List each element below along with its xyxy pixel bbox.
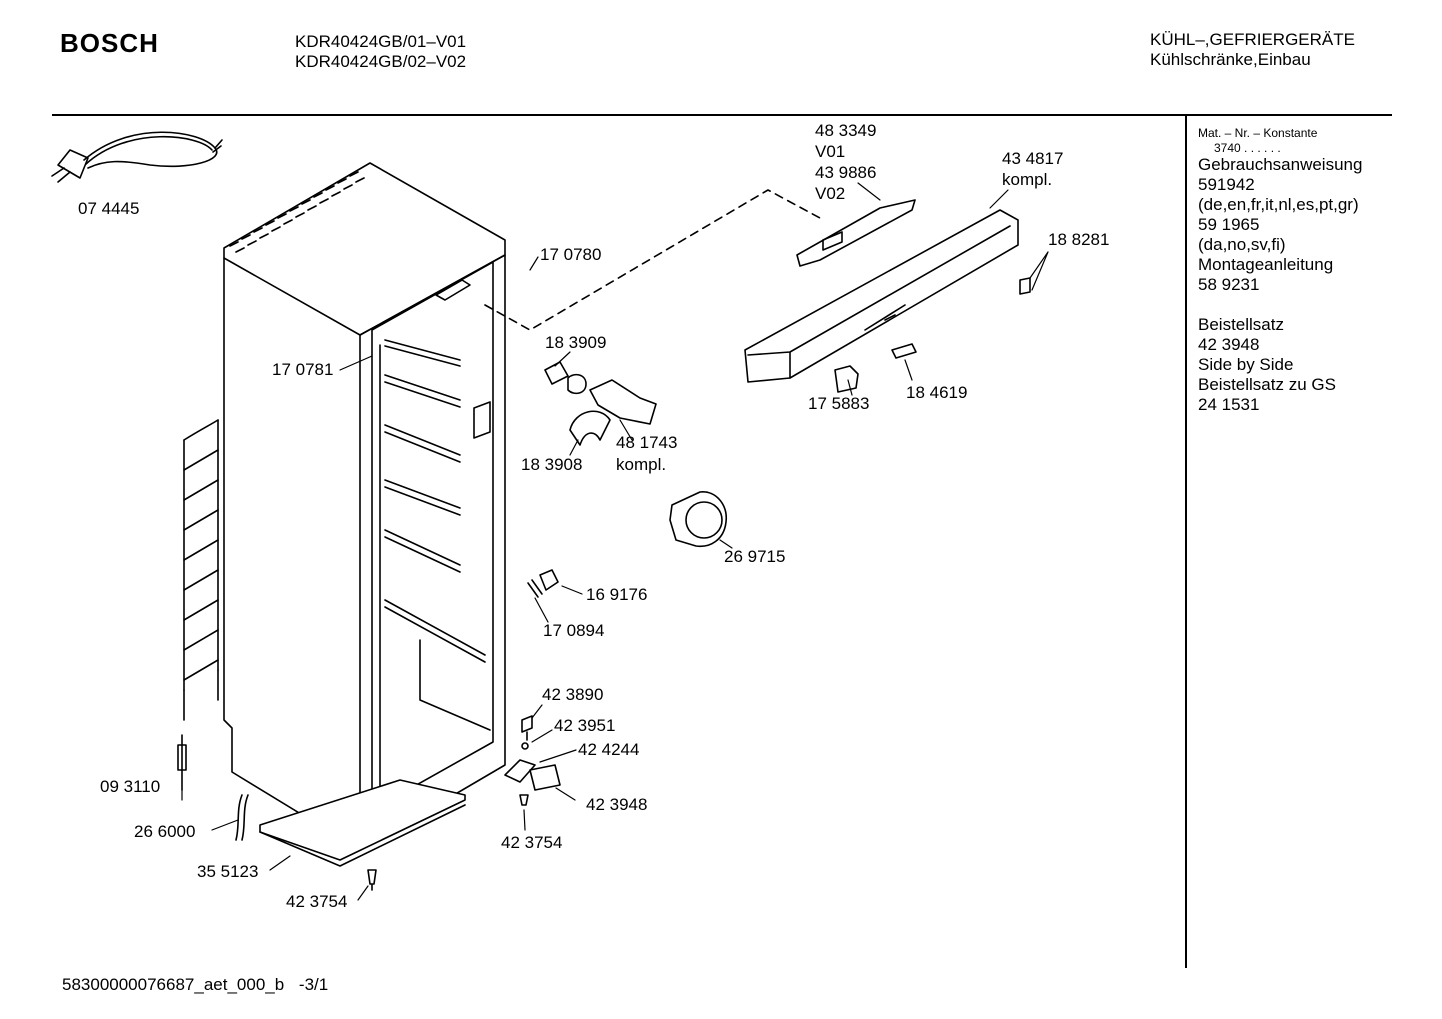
condenser-drawing [183, 419, 219, 721]
sidebar-line: (da,no,sv,fi) [1198, 235, 1286, 254]
leader-lines [181, 182, 1049, 901]
part-label: 26 9715 [724, 547, 786, 566]
part-label: 09 3110 [100, 777, 161, 796]
part-label: kompl. [616, 455, 667, 474]
part-label: 42 4244 [578, 740, 640, 759]
part-label: 42 3754 [501, 833, 563, 852]
part-label: 17 0894 [543, 621, 605, 640]
part-label: 42 3951 [554, 716, 616, 735]
category-line-1: KÜHL–,GEFRIERGERÄTE [1150, 30, 1355, 49]
control-panel-drawing [744, 199, 1031, 393]
model-number-2: KDR40424GB/02–V02 [295, 52, 467, 71]
part-label: 18 8281 [1048, 230, 1110, 249]
sidebar-line: Montageanleitung [1198, 255, 1334, 274]
sidebar-line: Side by Side [1198, 355, 1294, 374]
sidebar-line: 58 9231 [1198, 275, 1260, 294]
category: KÜHL–,GEFRIERGERÄTE Kühlschränke,Einbau [1150, 30, 1355, 70]
sidebar-info: Mat. – Nr. – Konstante 3740 . . . . . . … [1198, 125, 1362, 415]
part-label: V02 [815, 184, 846, 203]
part-label: V01 [815, 142, 846, 161]
mat-label: Mat. – Nr. – Konstante [1198, 126, 1318, 140]
part-label: 18 3908 [521, 455, 583, 474]
mat-value: 3740 . . . . . . [1214, 141, 1281, 155]
sidebar-line: (de,en,fr,it,nl,es,pt,gr) [1198, 195, 1359, 214]
part-label: 07 4445 [78, 199, 140, 218]
lamp-fan-drawing [504, 361, 727, 806]
part-label: kompl. [1002, 170, 1053, 189]
part-label: 17 5883 [808, 394, 870, 413]
part-label: 17 0781 [272, 360, 334, 379]
part-label: 26 6000 [134, 822, 196, 841]
sidebar-line: Beistellsatz zu GS [1198, 375, 1336, 394]
cabinet-drawing [223, 162, 506, 867]
power-cord-drawing [51, 131, 223, 183]
part-label: 16 9176 [586, 585, 648, 604]
part-label: 42 3948 [586, 795, 648, 814]
brand-logo: BOSCH [60, 28, 159, 58]
sidebar-line: 59 1965 [1198, 215, 1260, 234]
side-divider [1185, 116, 1187, 968]
document-code-text: 58300000076687_aet_000_b [62, 975, 285, 994]
part-label: 42 3890 [542, 685, 604, 704]
model-numbers: KDR40424GB/01–V01 KDR40424GB/02–V02 [295, 32, 466, 72]
part-label: 35 5123 [197, 862, 259, 881]
part-label: 48 1743 [616, 433, 678, 452]
document-code: 58300000076687_aet_000_b -3/1 [62, 975, 328, 995]
part-label: 43 9886 [815, 163, 877, 182]
dashed-connector [484, 189, 821, 331]
part-label: 42 3754 [286, 892, 348, 911]
sidebar-line: 24 1531 [1198, 395, 1260, 414]
page-number: -3/1 [298, 975, 329, 994]
part-label: 48 3349 [815, 121, 877, 140]
part-label: 17 0780 [540, 245, 602, 264]
small-parts-drawing [177, 734, 377, 891]
part-label: 18 4619 [906, 383, 968, 402]
category-line-2: Kühlschränke,Einbau [1150, 50, 1311, 69]
sidebar-line: 591942 [1198, 175, 1255, 194]
part-label: 18 3909 [545, 333, 607, 352]
part-label: 43 4817 [1002, 149, 1064, 168]
sidebar-line: Beistellsatz [1198, 315, 1284, 334]
sidebar-line: 42 3948 [1198, 335, 1260, 354]
model-number-1: KDR40424GB/01–V01 [295, 32, 467, 51]
sidebar-line: Gebrauchsanweisung [1198, 155, 1363, 174]
top-divider [52, 114, 1392, 116]
